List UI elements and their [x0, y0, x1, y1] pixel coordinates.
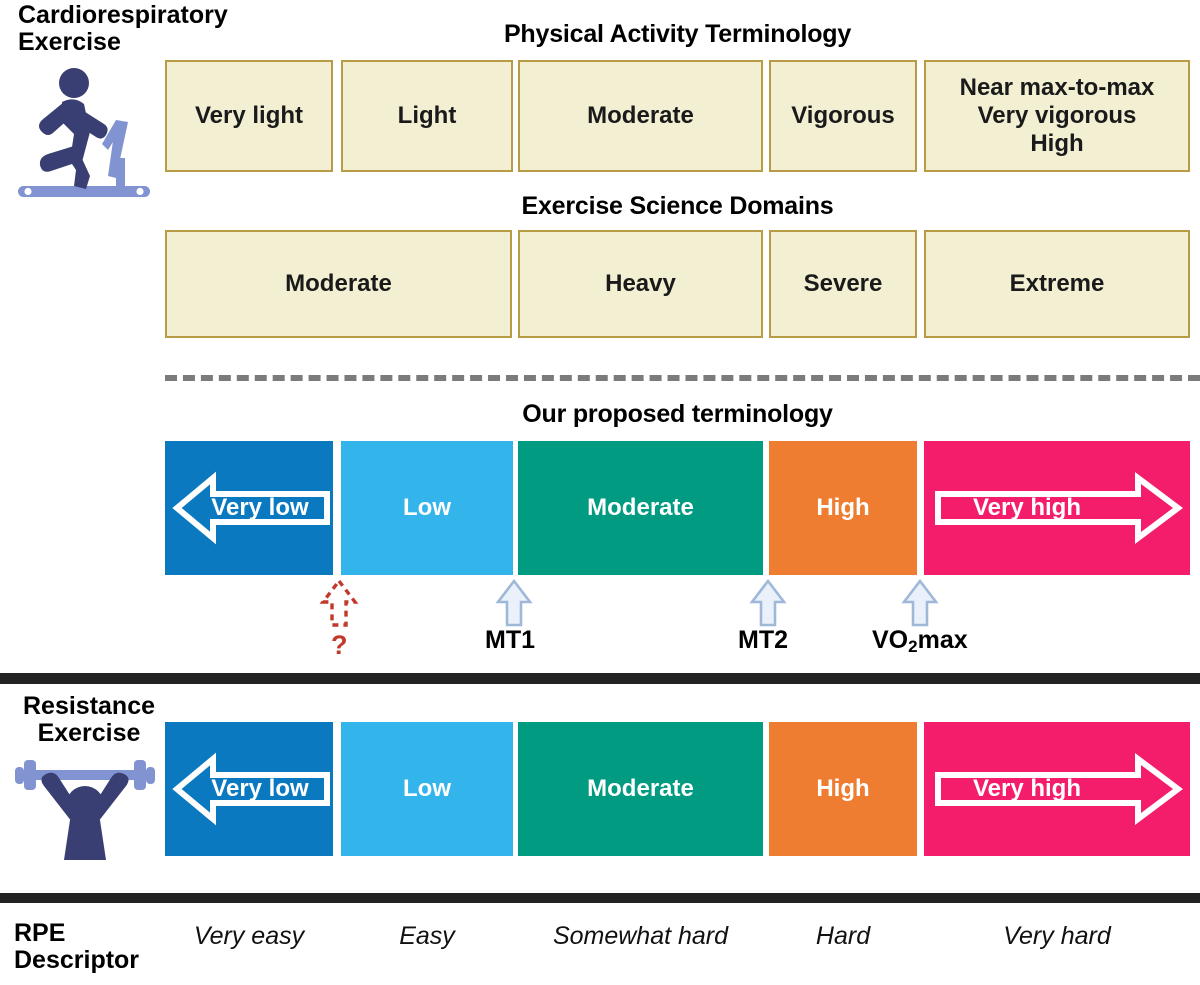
resistance-band-high: High — [769, 722, 917, 856]
vo2max-sub: 2 — [908, 637, 918, 656]
rpe-descriptor-label: RPE Descriptor — [14, 920, 174, 974]
marker-label-unknown: ? — [331, 630, 348, 660]
pa-term-label-near-max-line2: Very vigorous — [977, 102, 1137, 130]
esd-box-heavy: Heavy — [518, 230, 763, 338]
proposed-band-very-low: Very low — [165, 441, 333, 575]
proposed-band-high: High — [769, 441, 917, 575]
esd-box-severe: Severe — [769, 230, 917, 338]
marker-arrow-mt1-icon — [495, 578, 533, 628]
resistance-label-high: High — [816, 775, 870, 802]
left-arrow-icon — [172, 471, 330, 545]
proposed-label-high: High — [816, 494, 870, 521]
pa-term-box-near-max: Near max-to-max Very vigorous High — [924, 60, 1190, 172]
resistance-band-very-low: Very low — [165, 722, 333, 856]
marker-arrow-unknown-icon — [319, 578, 359, 628]
proposed-label-moderate: Moderate — [587, 494, 694, 521]
rpe-descriptor-easy: Easy — [399, 922, 455, 950]
left-arrow-icon — [172, 752, 330, 826]
rpe-label-line2: Descriptor — [14, 946, 140, 974]
pa-term-label-vigorous: Vigorous — [791, 102, 895, 130]
rpe-descriptor-hard: Hard — [815, 922, 871, 950]
treadmill-runner-icon — [12, 58, 158, 208]
esd-box-extreme: Extreme — [924, 230, 1190, 338]
resistance-band-low: Low — [341, 722, 513, 856]
proposed-terminology-title: Our proposed terminology — [522, 400, 833, 428]
cardio-label-line1: Cardiorespiratory — [18, 1, 228, 29]
esd-label-heavy: Heavy — [605, 270, 676, 298]
proposed-band-moderate: Moderate — [518, 441, 763, 575]
pa-term-box-light: Light — [341, 60, 513, 172]
pa-term-label-very-light: Very light — [194, 102, 304, 130]
pa-term-label-light: Light — [397, 102, 457, 130]
pa-term-box-moderate: Moderate — [518, 60, 763, 172]
cardiorespiratory-exercise-label: Cardiorespiratory Exercise — [18, 2, 268, 56]
cardio-label-line2: Exercise — [18, 28, 121, 56]
resistance-label-low: Low — [403, 775, 451, 802]
esd-label-extreme: Extreme — [1009, 270, 1105, 298]
proposed-label-low: Low — [403, 494, 451, 521]
marker-arrow-vo2max-icon — [901, 578, 939, 628]
rpe-descriptor-very-easy: Very easy — [193, 922, 305, 950]
proposed-label-very-high: Very high — [972, 494, 1082, 521]
rpe-label-line1: RPE — [14, 919, 66, 947]
esd-label-severe: Severe — [803, 270, 883, 298]
esd-box-moderate: Moderate — [165, 230, 512, 338]
pa-term-label-near-max-line3: High — [1030, 129, 1084, 157]
resistance-label-line2: Exercise — [37, 719, 141, 747]
pa-term-label-moderate: Moderate — [587, 102, 694, 130]
resistance-label-line1: Resistance — [22, 692, 156, 720]
pa-term-box-very-light: Very light — [165, 60, 333, 172]
weightlifter-icon — [10, 752, 160, 862]
vo2max-pre: VO — [872, 626, 909, 654]
proposed-band-very-high: Very high — [924, 441, 1190, 575]
section-divider-rule-top — [0, 673, 1200, 684]
marker-label-vo2max: VO2max — [872, 626, 968, 656]
resistance-label-very-high: Very high — [972, 775, 1082, 802]
right-arrow-icon — [935, 472, 1183, 544]
resistance-label-moderate: Moderate — [587, 775, 694, 802]
pa-term-label-near-max-line1: Near max-to-max — [959, 74, 1155, 102]
resistance-exercise-label: Resistance Exercise — [14, 693, 164, 747]
marker-label-mt2: MT2 — [738, 626, 788, 654]
rpe-descriptor-very-hard: Very hard — [1003, 922, 1111, 950]
pa-term-box-vigorous: Vigorous — [769, 60, 917, 172]
marker-arrow-mt2-icon — [749, 578, 787, 628]
resistance-label-very-low: Very low — [211, 775, 309, 802]
right-arrow-icon — [935, 753, 1183, 825]
marker-label-mt1: MT1 — [485, 626, 535, 654]
physical-activity-terminology-title: Physical Activity Terminology — [503, 20, 852, 48]
proposed-band-low: Low — [341, 441, 513, 575]
exercise-science-domains-title: Exercise Science Domains — [521, 192, 834, 220]
vo2max-post: max — [917, 626, 968, 654]
section-divider-rule-bottom — [0, 893, 1200, 903]
resistance-band-very-high: Very high — [924, 722, 1190, 856]
esd-label-moderate: Moderate — [285, 270, 392, 298]
proposed-label-very-low: Very low — [211, 494, 309, 521]
rpe-descriptor-somewhat-hard: Somewhat hard — [552, 922, 729, 950]
resistance-band-moderate: Moderate — [518, 722, 763, 856]
dashed-separator — [165, 375, 1200, 381]
